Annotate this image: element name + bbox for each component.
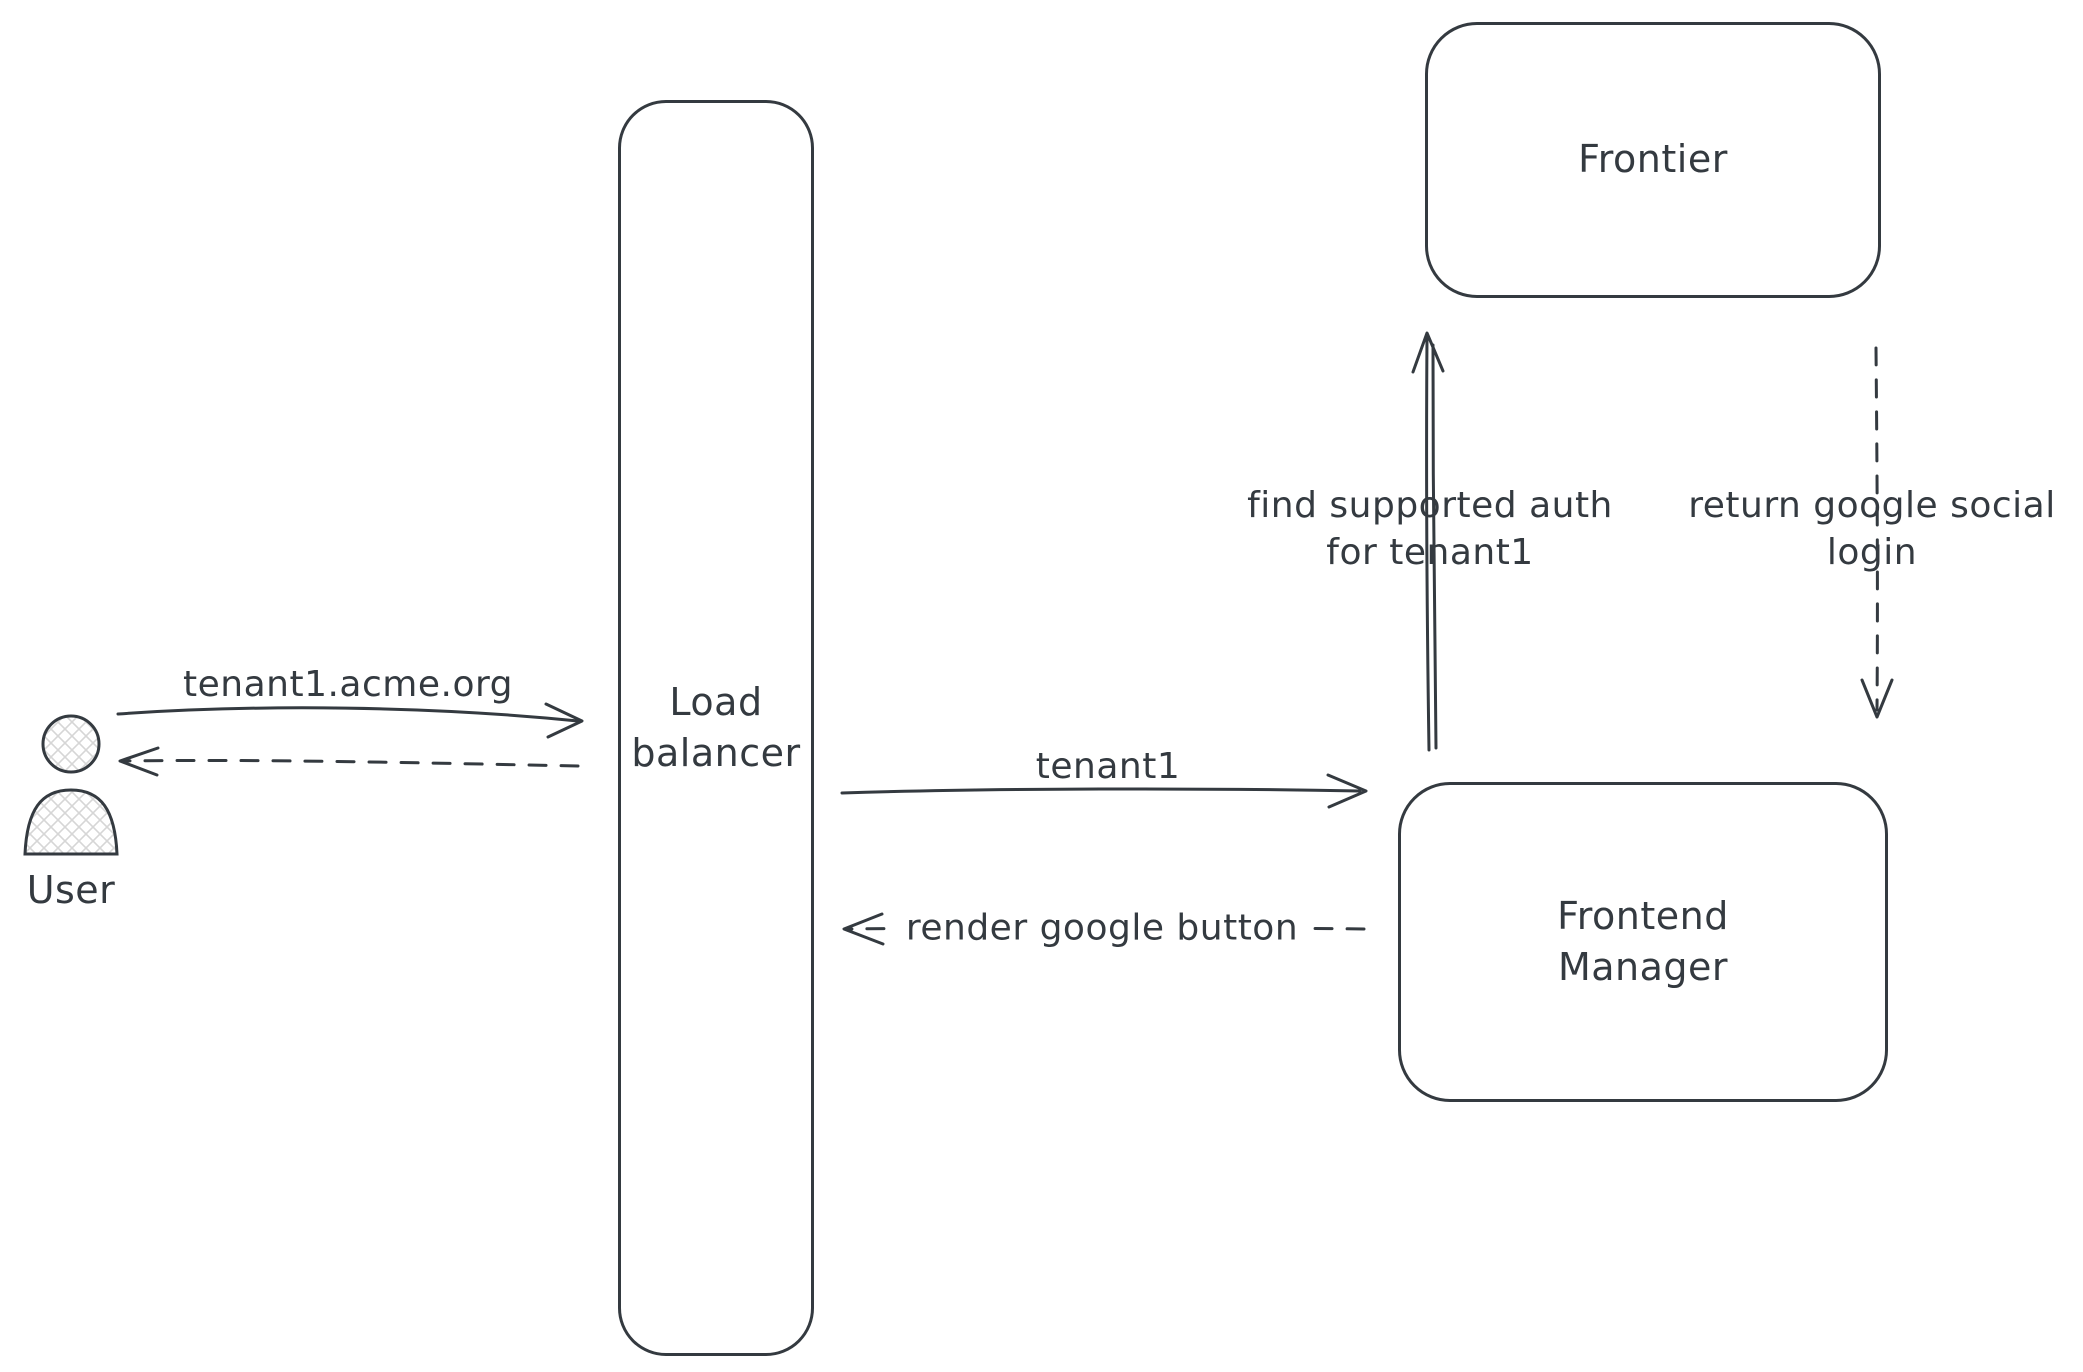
edge-label-find-supported-auth: find supported auth for tenant1: [1247, 485, 1613, 573]
edge-label-return-google-social-login: return google social login: [1688, 485, 2056, 573]
edge-label-render-google-button: render google button: [891, 907, 1313, 949]
node-load-balancer: Load balancer: [618, 100, 814, 1356]
frontend-manager-label: Frontend Manager: [1557, 893, 1729, 989]
node-frontier: Frontier: [1425, 22, 1881, 298]
user-label: User: [26, 868, 116, 912]
load-balancer-label: Load balancer: [631, 679, 801, 775]
frontier-label: Frontier: [1578, 137, 1728, 182]
edge-label-tenant1: tenant1: [1035, 746, 1181, 787]
node-frontend-manager: Frontend Manager: [1398, 782, 1888, 1102]
person-icon: [23, 714, 119, 856]
actor-user: User: [16, 708, 126, 912]
arrow-response: [118, 746, 580, 777]
arrow-request: [116, 702, 584, 739]
edge-label-request: tenant1.acme.org: [183, 664, 513, 705]
